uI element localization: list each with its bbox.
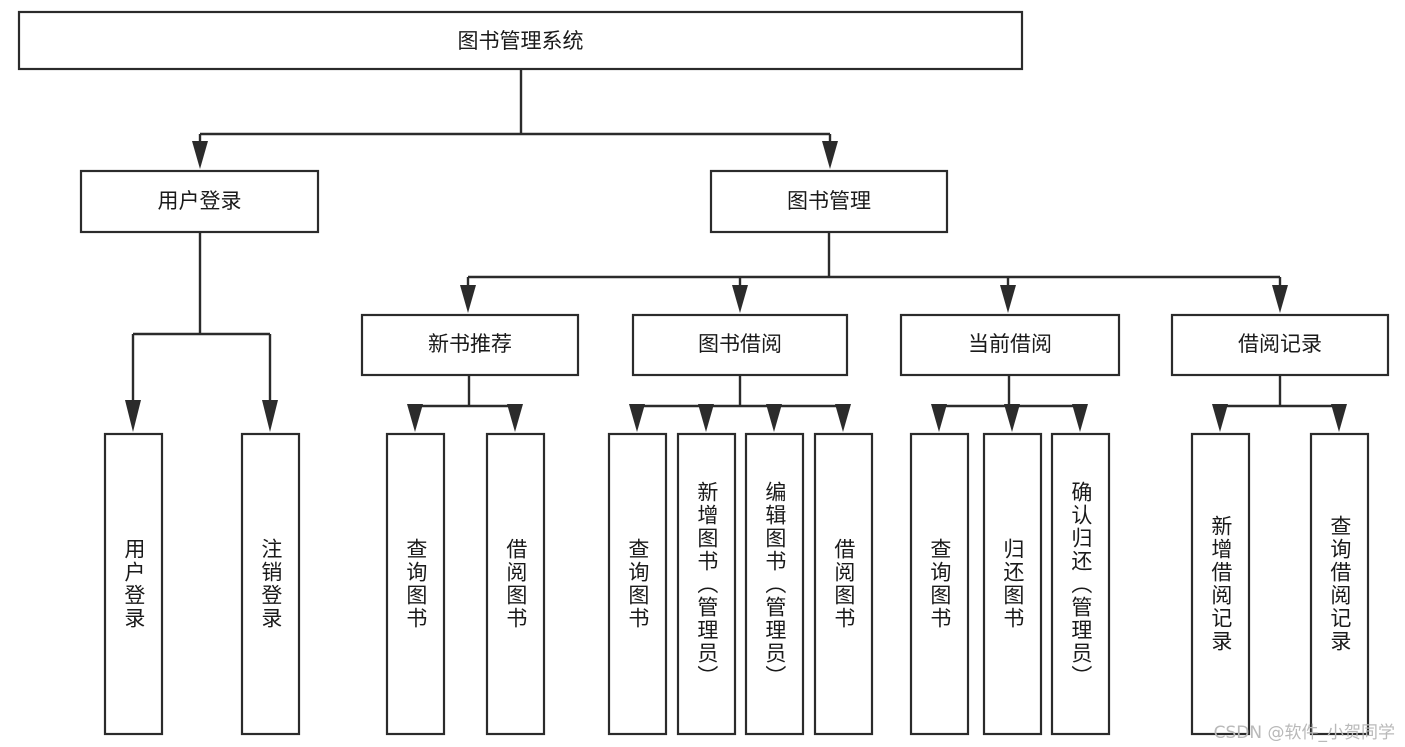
node-user-login[interactable]: 用户登录 xyxy=(79,169,320,234)
node-box-leaf-edit-book-admin[interactable] xyxy=(744,432,805,736)
node-box-leaf-confirm-return-admin[interactable] xyxy=(1050,432,1111,736)
node-box-leaf-user-login[interactable] xyxy=(103,432,164,736)
arrow-head-icon-leaf-edit-book-admin xyxy=(766,404,782,432)
node-box-leaf-add-book-admin[interactable] xyxy=(676,432,737,736)
arrow-head-icon-new-book-recommend xyxy=(460,285,476,313)
connector-group-current-borrow xyxy=(931,375,1088,432)
arrow-head-icon-user-login xyxy=(192,141,208,169)
node-box-leaf-query-borrow-record[interactable] xyxy=(1309,432,1370,736)
connector-group-root xyxy=(192,69,838,169)
arrow-head-icon-leaf-add-book-admin xyxy=(698,404,714,432)
node-box-book-management[interactable] xyxy=(709,169,949,234)
connector-group-book-borrow xyxy=(629,375,851,432)
arrow-head-icon-leaf-return-book xyxy=(1004,404,1020,432)
watermark-text: CSDN @软件_小贺同学 xyxy=(1213,723,1395,743)
node-label-book-management: 图书管理 xyxy=(787,189,871,213)
node-new-book-recommend[interactable]: 新书推荐 xyxy=(360,313,580,377)
arrow-head-icon-leaf-query-book-current xyxy=(931,404,947,432)
node-label-user-login: 用户登录 xyxy=(158,189,242,213)
node-box-leaf-borrow-book-newbook[interactable] xyxy=(485,432,546,736)
arrow-head-icon-leaf-query-borrow-record xyxy=(1331,404,1347,432)
connector-group-new-book-recommend xyxy=(407,375,523,432)
node-box-user-login[interactable] xyxy=(79,169,320,234)
node-box-leaf-logout-login[interactable] xyxy=(240,432,301,736)
arrow-head-icon-leaf-query-book-newbook xyxy=(407,404,423,432)
connector-group-book-management xyxy=(460,232,1288,313)
node-book-management[interactable]: 图书管理 xyxy=(709,169,949,234)
arrow-head-icon-leaf-confirm-return-admin xyxy=(1072,404,1088,432)
node-current-borrow[interactable]: 当前借阅 xyxy=(899,313,1121,377)
node-box-current-borrow[interactable] xyxy=(899,313,1121,377)
node-label-borrow-record: 借阅记录 xyxy=(1238,332,1322,356)
node-box-leaf-return-book[interactable] xyxy=(982,432,1043,736)
arrow-head-icon-book-management xyxy=(822,141,838,169)
node-box-borrow-record[interactable] xyxy=(1170,313,1390,377)
arrow-head-icon-leaf-borrow-book-newbook xyxy=(507,404,523,432)
node-box-new-book-recommend[interactable] xyxy=(360,313,580,377)
arrow-head-icon-leaf-logout-login xyxy=(262,400,278,432)
node-label-new-book-recommend: 新书推荐 xyxy=(428,332,512,356)
arrow-head-icon-leaf-user-login xyxy=(125,400,141,432)
node-box-book-borrow[interactable] xyxy=(631,313,849,377)
node-root[interactable]: 图书管理系统 xyxy=(17,10,1024,71)
node-box-leaf-borrow-book[interactable] xyxy=(813,432,874,736)
arrow-head-icon-leaf-query-book-borrow xyxy=(629,404,645,432)
node-box-leaf-query-book-current[interactable] xyxy=(909,432,970,736)
node-box-root[interactable] xyxy=(17,10,1024,71)
node-box-leaf-add-borrow-record[interactable] xyxy=(1190,432,1251,736)
arrow-head-icon-leaf-add-borrow-record xyxy=(1212,404,1228,432)
arrow-head-icon-current-borrow xyxy=(1000,285,1016,313)
node-box-leaf-query-book-borrow[interactable] xyxy=(607,432,668,736)
connector-group-borrow-record xyxy=(1212,375,1347,432)
arrow-head-icon-book-borrow xyxy=(732,285,748,313)
node-label-root: 图书管理系统 xyxy=(458,29,584,53)
node-borrow-record[interactable]: 借阅记录 xyxy=(1170,313,1390,377)
arrow-head-icon-leaf-borrow-book xyxy=(835,404,851,432)
node-label-current-borrow: 当前借阅 xyxy=(968,332,1052,356)
connector-group-user-login xyxy=(125,232,278,432)
arrow-head-icon-borrow-record xyxy=(1272,285,1288,313)
node-box-leaf-query-book-newbook[interactable] xyxy=(385,432,446,736)
node-book-borrow[interactable]: 图书借阅 xyxy=(631,313,849,377)
node-label-book-borrow: 图书借阅 xyxy=(698,332,782,356)
